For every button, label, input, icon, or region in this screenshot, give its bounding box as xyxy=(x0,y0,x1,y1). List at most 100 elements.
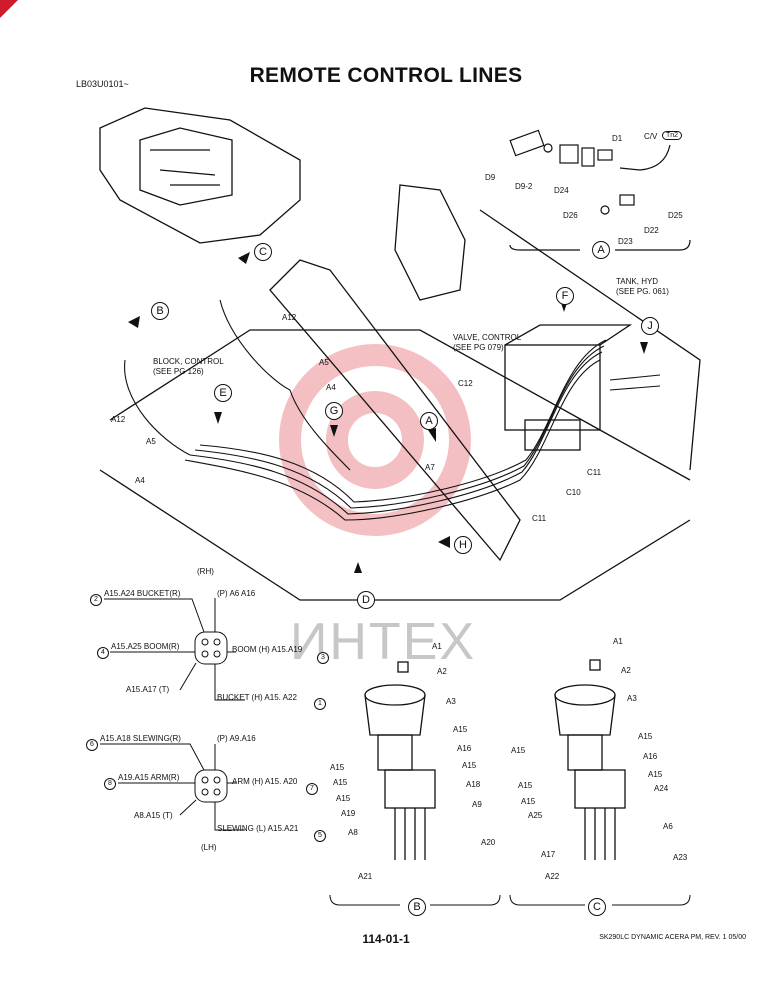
callout-d: D xyxy=(357,591,375,609)
part-d1: D1 xyxy=(612,134,623,143)
lh-bottom-left: A8.A15 (T) xyxy=(134,811,173,820)
hydraulic-lines xyxy=(124,299,661,521)
pilot-valve-c xyxy=(554,659,626,860)
c-part-a16: A16 xyxy=(643,752,658,761)
c-part-a23: A23 xyxy=(673,853,688,862)
rh-num-bottom-right: 1 xyxy=(314,698,326,710)
part-a7: A7 xyxy=(425,463,435,472)
b-part-a3: A3 xyxy=(446,697,456,706)
callout-a-detail: A xyxy=(592,241,610,259)
b-part-a21: A21 xyxy=(358,872,373,881)
part-d25: D25 xyxy=(668,211,683,220)
callout-j: J xyxy=(641,317,659,335)
b-part-a8: A8 xyxy=(348,828,358,837)
label-tank-hyd-ref: (SEE PG. 061) xyxy=(616,287,669,296)
part-a4-left: A4 xyxy=(135,476,145,485)
b-part-a15-3: A15 xyxy=(462,761,477,770)
callout-a: A xyxy=(420,412,438,430)
lh-num-right: 7 xyxy=(306,783,318,795)
rh-side-label: (RH) xyxy=(197,567,214,576)
pilot-valve-b xyxy=(364,661,436,860)
part-a4-upper: A4 xyxy=(326,383,336,392)
part-a12-left: A12 xyxy=(111,415,126,424)
label-valve-control-ref: (SEE PG 079) xyxy=(453,343,504,352)
corner-mark xyxy=(0,0,18,18)
c-part-a24: A24 xyxy=(654,784,669,793)
part-d23: D23 xyxy=(618,237,633,246)
label-tank-hyd: TANK, HYD xyxy=(616,277,659,286)
lh-num-bottom-right: 5 xyxy=(314,830,326,842)
callout-e: E xyxy=(214,384,232,402)
callout-f: F xyxy=(556,287,574,305)
part-d22: D22 xyxy=(644,226,659,235)
part-c12: C12 xyxy=(458,379,473,388)
callout-g: G xyxy=(325,402,343,420)
part-a5-upper: A5 xyxy=(319,358,329,367)
lh-num-left: 8 xyxy=(104,778,116,790)
rh-bottom-right: BUCKET (H) A15. A22 xyxy=(217,693,297,702)
callout-b-detail: B xyxy=(408,898,426,916)
b-part-a16: A16 xyxy=(457,744,472,753)
b-part-a18: A18 xyxy=(466,780,481,789)
rh-right: BOOM (H) A15.A19 xyxy=(232,645,303,654)
boom-frame xyxy=(99,184,701,601)
lh-top-left: A15.A18 SLEWING(R) xyxy=(100,734,181,743)
callout-h: H xyxy=(454,536,472,554)
lh-num-top-left: 6 xyxy=(86,739,98,751)
footer-reference: SK290LC DYNAMIC ACERA PM, REV. 1 05/00 xyxy=(599,934,746,941)
cab-illustration xyxy=(99,107,301,244)
c-part-a2: A2 xyxy=(621,666,631,675)
c-part-a3: A3 xyxy=(627,694,637,703)
rh-num-left: 4 xyxy=(97,647,109,659)
callout-c: C xyxy=(254,243,272,261)
rh-left: A15.A25 BOOM(R) xyxy=(111,642,180,651)
watermark-text: ИНТЕХ xyxy=(290,613,477,671)
rh-bottom-left: A15.A17 (T) xyxy=(126,685,170,694)
part-d24: D24 xyxy=(554,186,569,195)
detail-brackets xyxy=(329,894,691,906)
c-part-a15-5: A15 xyxy=(521,797,536,806)
part-c11-upper: C11 xyxy=(587,468,602,477)
b-part-a1: A1 xyxy=(432,642,442,651)
c-part-a15-1: A15 xyxy=(638,732,653,741)
lh-left: A19.A15 ARM(R) xyxy=(118,773,180,782)
b-part-a2: A2 xyxy=(437,667,447,676)
callout-c-detail: C xyxy=(588,898,606,916)
control-valve xyxy=(504,324,633,451)
c-part-a15-2: A15 xyxy=(511,746,526,755)
label-block-control-ref: (SEE PG 126) xyxy=(153,367,204,376)
part-d26: D26 xyxy=(563,211,578,220)
b-part-a15-1: A15 xyxy=(453,725,468,734)
part-d9-2: D9-2 xyxy=(515,182,533,191)
c-part-a25: A25 xyxy=(528,811,543,820)
page-title: REMOTE CONTROL LINES xyxy=(249,64,523,87)
c-part-a15-4: A15 xyxy=(518,781,533,790)
b-part-a9: A9 xyxy=(472,800,482,809)
part-c10: C10 xyxy=(566,488,581,497)
part-a12-upper: A12 xyxy=(282,313,297,322)
rh-pattern-diagram xyxy=(104,598,245,701)
part-d9: D9 xyxy=(485,173,496,182)
rh-top-left: A15.A24 BUCKET(R) xyxy=(104,589,181,598)
b-part-a15-5: A15 xyxy=(336,794,351,803)
b-part-a20: A20 xyxy=(481,838,496,847)
c-part-a6: A6 xyxy=(663,822,673,831)
lh-top-right: (P) A9.A16 xyxy=(217,734,256,743)
lh-bottom-right: SLEWING (L) A15.A21 xyxy=(217,824,299,833)
label-valve-control: VALVE, CONTROL xyxy=(453,333,522,342)
b-part-a15-2: A15 xyxy=(330,763,345,772)
c-part-a17: A17 xyxy=(541,850,556,859)
callout-b: B xyxy=(151,302,169,320)
rh-num-top-left: 2 xyxy=(90,594,102,606)
lh-side-label: (LH) xyxy=(201,843,217,852)
detail-a-fittings xyxy=(509,129,691,251)
document-code: LB03U0101~ xyxy=(76,79,129,89)
lh-pattern-diagram xyxy=(100,743,245,831)
c-part-a15-3: A15 xyxy=(648,770,663,779)
label-cv-tag: Tn2 xyxy=(662,131,683,140)
rh-top-right: (P) A6 A16 xyxy=(217,589,256,598)
part-a5-left: A5 xyxy=(146,437,156,446)
lh-right: ARM (H) A15. A20 xyxy=(232,777,298,786)
label-block-control: BLOCK, CONTROL xyxy=(153,357,224,366)
